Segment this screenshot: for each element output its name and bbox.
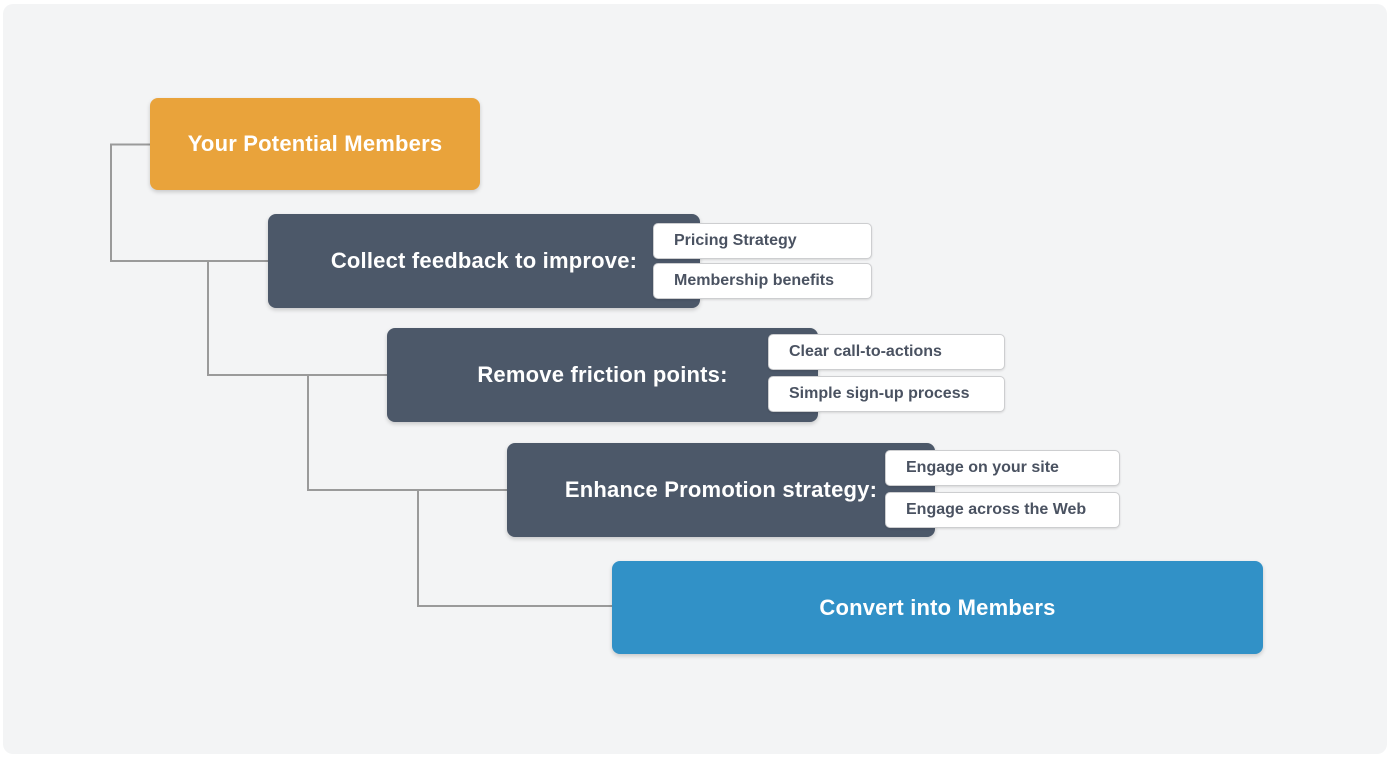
node-convert-into-members: Convert into Members [612,561,1263,654]
node-enhance-promotion: Enhance Promotion strategy: [507,443,935,537]
node-remove-friction: Remove friction points: [387,328,818,422]
node-collect-feedback: Collect feedback to improve: [268,214,700,308]
connector-root-to-feedback [110,143,268,262]
tag-membership-benefits: Membership benefits [653,263,872,299]
tag-clear-call-to-actions: Clear call-to-actions [768,334,1005,370]
connector-to-friction [207,261,387,376]
node-label-convert-into-members: Convert into Members [819,594,1056,620]
connector-to-convert [417,490,612,607]
tag-engage-across-the-web: Engage across the Web [885,492,1120,528]
tag-pricing-strategy: Pricing Strategy [653,223,872,259]
node-label-enhance-promotion: Enhance Promotion strategy: [564,477,878,502]
node-label-collect-feedback: Collect feedback to improve: [330,248,638,273]
tag-simple-sign-up-process: Simple sign-up process [768,376,1005,412]
connector-to-promotion [307,375,507,491]
tag-engage-on-your-site: Engage on your site [885,450,1120,486]
node-your-potential-members: Your Potential Members [150,98,480,190]
node-label-your-potential-members: Your Potential Members [187,131,443,156]
node-label-remove-friction: Remove friction points: [477,362,728,387]
